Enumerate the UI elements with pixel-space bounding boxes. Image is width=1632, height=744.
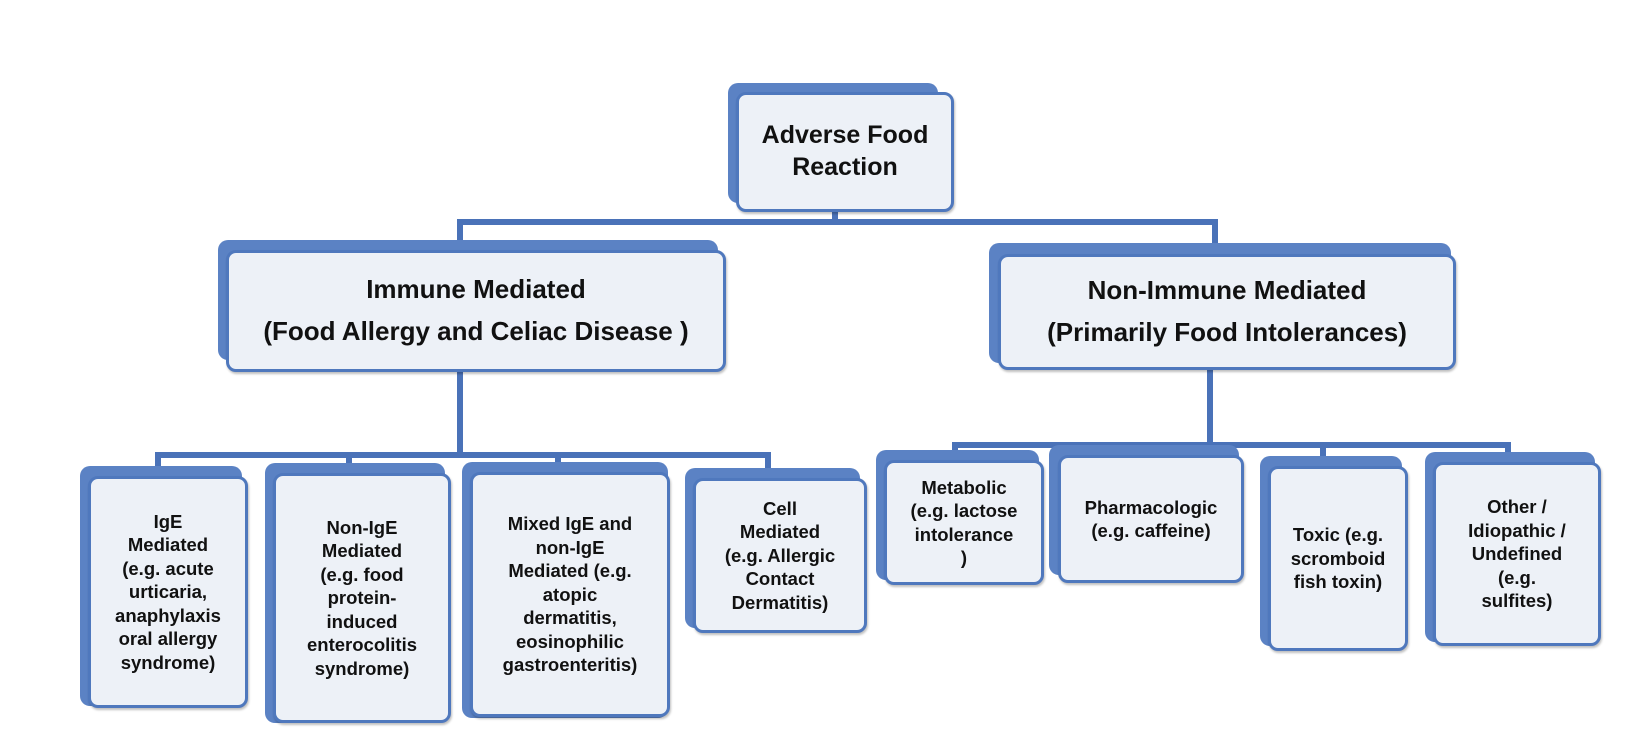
leaf-metabolic: Metabolic (e.g. lactose intolerance ) <box>884 460 1044 585</box>
leaf-pharmacologic: Pharmacologic (e.g. caffeine) <box>1058 455 1244 583</box>
leaf-other-idiopathic-label: Other / Idiopathic / Undefined (e.g. sul… <box>1468 496 1566 612</box>
leaf-toxic: Toxic (e.g. scromboid fish toxin) <box>1268 466 1408 651</box>
leaf-non-ige-mediated: Non-IgE Mediated (e.g. food protein- ind… <box>273 473 451 723</box>
leaf-toxic-label: Toxic (e.g. scromboid fish toxin) <box>1290 524 1386 593</box>
leaf-metabolic-label: Metabolic (e.g. lactose intolerance ) <box>910 476 1018 568</box>
immune-mediated-label: Immune Mediated (Food Allergy and Celiac… <box>263 274 689 346</box>
leaf-other-idiopathic: Other / Idiopathic / Undefined (e.g. sul… <box>1433 462 1601 646</box>
leaf-cell-mediated: Cell Mediated (e.g. Allergic Contact Der… <box>693 478 867 633</box>
root-node-label: Adverse Food Reaction <box>761 121 929 181</box>
leaf-pharmacologic-label: Pharmacologic (e.g. caffeine) <box>1084 496 1218 541</box>
leaf-ige-mediated-label: IgE Mediated (e.g. acute urticaria, anap… <box>115 510 221 673</box>
immune-mediated-node: Immune Mediated (Food Allergy and Celiac… <box>226 250 726 372</box>
leaf-non-ige-mediated-label: Non-IgE Mediated (e.g. food protein- ind… <box>307 516 417 679</box>
non-immune-mediated-label: Non-Immune Mediated (Primarily Food Into… <box>1047 275 1407 347</box>
leaf-ige-mediated: IgE Mediated (e.g. acute urticaria, anap… <box>88 476 248 708</box>
leaf-mixed-ige: Mixed IgE and non-IgE Mediated (e.g. ato… <box>470 472 670 717</box>
leaf-mixed-ige-label: Mixed IgE and non-IgE Mediated (e.g. ato… <box>502 513 638 676</box>
leaf-cell-mediated-label: Cell Mediated (e.g. Allergic Contact Der… <box>724 497 836 613</box>
non-immune-mediated-node: Non-Immune Mediated (Primarily Food Into… <box>998 254 1456 370</box>
root-node: Adverse Food Reaction <box>736 92 954 212</box>
